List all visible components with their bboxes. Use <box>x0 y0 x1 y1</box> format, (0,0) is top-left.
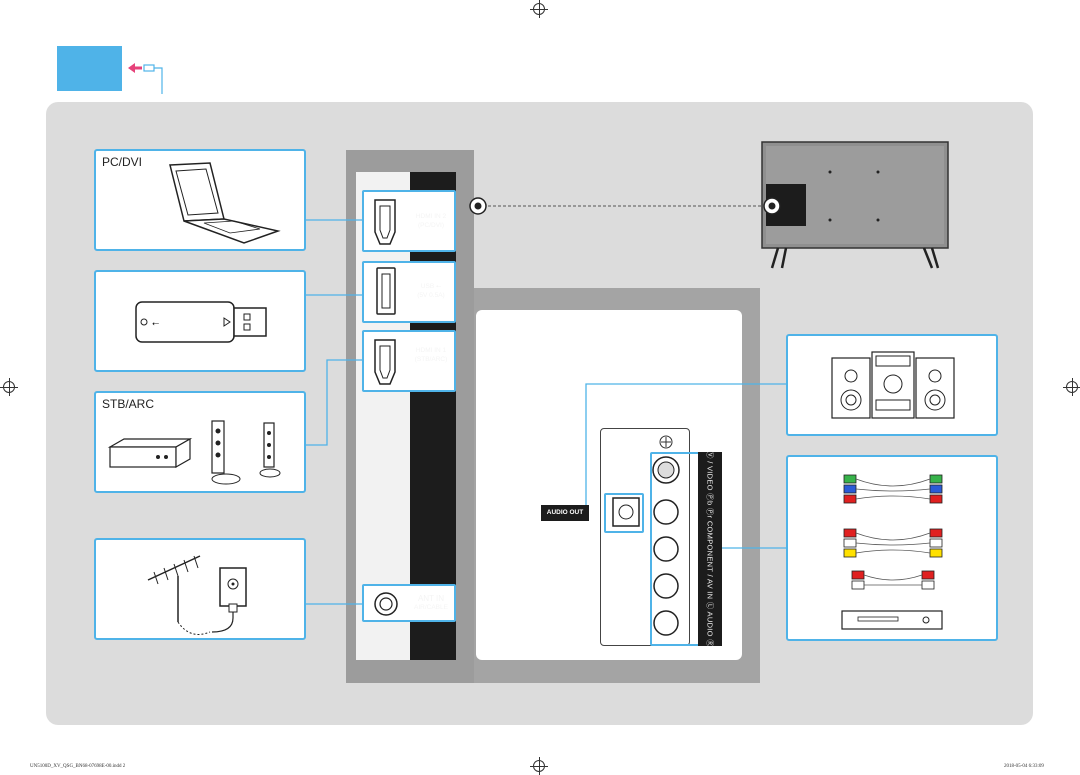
av-in-vertical-label: Ⓥ / VIDEO Ⓟb Ⓟr COMPONENT / AV IN Ⓛ AUDI… <box>705 451 715 647</box>
coax-port-icon <box>374 592 398 616</box>
hdmi-port-icon <box>374 339 396 385</box>
hdmi2-label: HDMI IN 2(PC/DVI) <box>415 213 447 229</box>
port-locator-dot-right <box>763 197 781 215</box>
port-strip-light <box>356 172 410 660</box>
antenna-device-box <box>94 538 306 640</box>
audio-out-label: AUDIO OUT <box>541 505 589 521</box>
stb-arc-title: STB/ARC <box>102 397 155 411</box>
usb-port-icon <box>376 267 396 315</box>
av-jack-panel <box>600 428 690 646</box>
antenna-icon <box>147 555 247 635</box>
port-strip-label-bar <box>410 172 456 660</box>
svg-text:⭠: ⭠ <box>152 319 159 329</box>
stb-arc-device-box: STB/ARC <box>94 391 306 493</box>
mini-stereo-icon <box>831 351 955 419</box>
pc-dvi-title: PC/DVI <box>102 155 143 169</box>
footer-timestamp: 2018-05-04 6:33:09 <box>1004 764 1044 769</box>
port-locator-dot-left <box>469 197 487 215</box>
tv-rear-illustration <box>761 141 949 269</box>
usb-stick-icon: ⭠ <box>135 301 267 343</box>
set-top-box-icon <box>107 437 193 469</box>
legend-square <box>57 46 122 91</box>
laptop-icon <box>169 162 281 244</box>
usb-icon: ⭠ <box>435 283 442 290</box>
home-theater-speakers-icon <box>211 420 281 485</box>
hdmi1-label: HDMI IN 1(STB/ARC) <box>414 347 448 363</box>
registration-mark-right <box>1063 378 1080 396</box>
registration-mark-top <box>530 0 548 18</box>
av-in-label-strip <box>698 452 722 646</box>
registration-mark-bottom <box>530 757 548 775</box>
audio-out-port[interactable] <box>604 493 644 533</box>
pc-dvi-device-box: PC/DVI <box>94 149 306 251</box>
hdmi-port-icon <box>374 199 396 245</box>
audio-system-device-box <box>786 334 998 436</box>
footer-file-info: UN5100D_XV_QSG_BN68-07698E-00.indd 2 <box>30 764 126 769</box>
jack-icons <box>612 435 680 636</box>
av-component-device-box <box>786 455 998 641</box>
usb-device-box: ⭠ <box>94 270 306 372</box>
registration-mark-left <box>0 378 18 396</box>
legend-arrow-icon <box>128 63 163 94</box>
usb-label: USB ⭠(5V 0.5A) <box>417 283 445 299</box>
av-cables-icon <box>841 474 943 630</box>
